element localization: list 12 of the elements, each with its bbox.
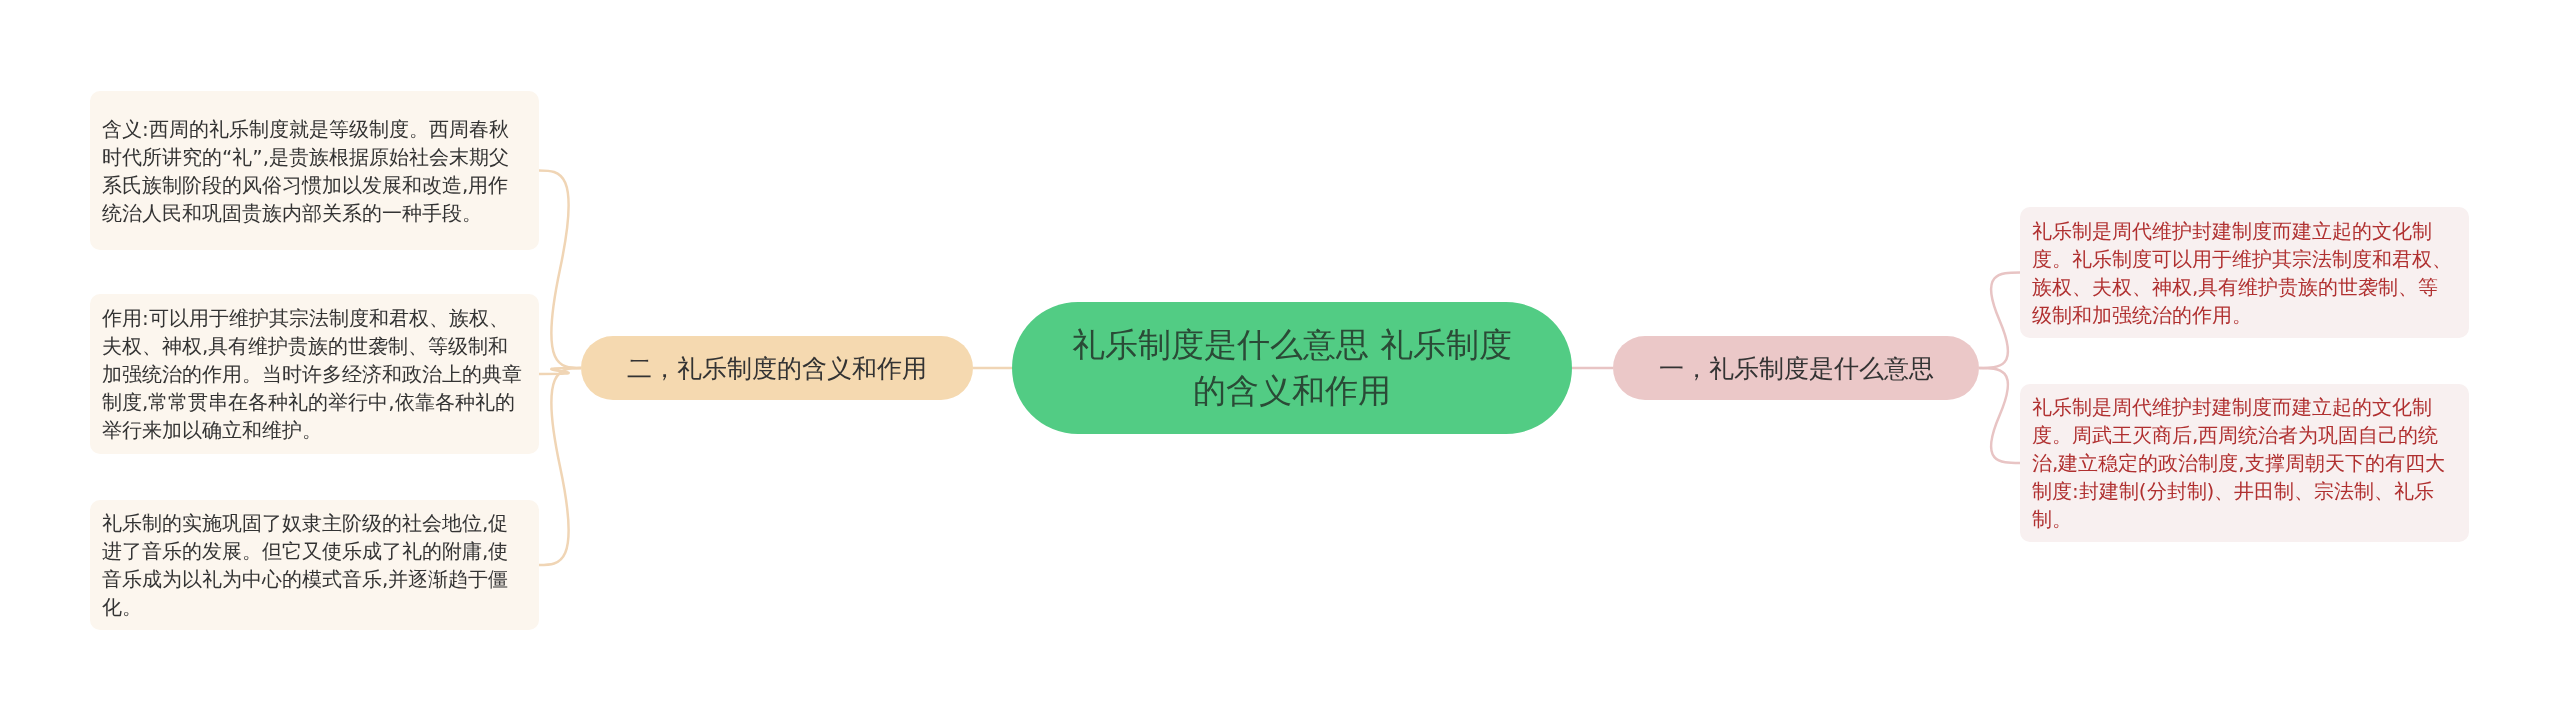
connector-line xyxy=(973,366,1012,370)
text-card: 含义:西周的礼乐制度就是等级制度。西周春秋时代所讲究的“礼”,是贵族根据原始社会末期父系氏族制阶段的风俗习惯加以发展和改造,用作统治人民和巩固贵族内部关系的一种手段。 xyxy=(90,91,539,250)
connector-line xyxy=(539,366,581,567)
connector-line xyxy=(1572,366,1613,370)
branch-node: 二，礼乐制度的含义和作用 xyxy=(581,336,973,400)
topic-node: 礼乐制度是什么意思 礼乐制度的含义和作用 xyxy=(1012,302,1572,434)
text-card: 作用:可以用于维护其宗法制度和君权、族权、夫权、神权,具有维护贵族的世袭制、等级制和加强统治的作用。当时许多经济和政治上的典章制度,常常贯串在各种礼的举行中,依靠各种礼的举行来加以确立和维护。 xyxy=(90,294,539,454)
text-card: 礼乐制是周代维护封建制度而建立起的文化制度。周武王灭商后,西周统治者为巩固自己的统治,建立稳定的政治制度,支撑周朝天下的有四大制度:封建制(分封制)、井田制、宗法制、礼乐制。 xyxy=(2020,384,2469,542)
connector-line xyxy=(1979,366,2020,465)
text-card: 礼乐制的实施巩固了奴隶主阶级的社会地位,促进了音乐的发展。但它又使乐成了礼的附庸,使音乐成为以礼为中心的模式音乐,并逐渐趋于僵化。 xyxy=(90,500,539,630)
text-card: 礼乐制是周代维护封建制度而建立起的文化制度。礼乐制度可以用于维护其宗法制度和君权、族权、夫权、神权,具有维护贵族的世袭制、等级制和加强统治的作用。 xyxy=(2020,207,2469,338)
branch-node: 一，礼乐制度是什么意思 xyxy=(1613,336,1979,400)
